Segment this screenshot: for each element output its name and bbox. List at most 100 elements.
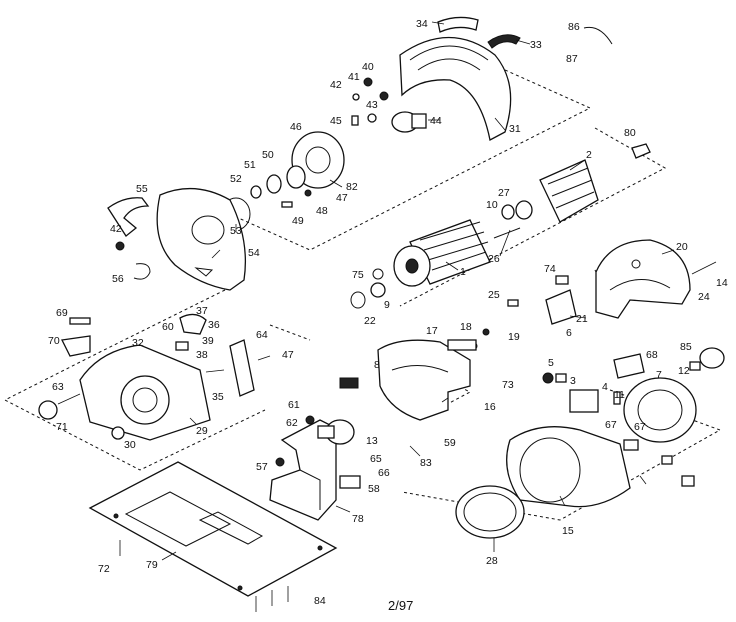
label-53: 53 xyxy=(230,225,242,237)
label-27: 27 xyxy=(498,187,510,199)
end-cap xyxy=(623,377,697,443)
label-31: 31 xyxy=(509,123,521,135)
label-51: 51 xyxy=(244,159,256,171)
clip-80 xyxy=(631,143,651,159)
handle-half xyxy=(377,339,471,421)
label-47b: 47 xyxy=(282,349,294,361)
label-47a: 47 xyxy=(336,192,348,204)
label-24: 24 xyxy=(698,291,710,303)
label-72: 72 xyxy=(98,563,110,575)
switch-assembly xyxy=(470,275,577,350)
label-48: 48 xyxy=(316,205,328,217)
label-19: 19 xyxy=(508,331,520,343)
base-screws xyxy=(119,540,289,612)
depth-bracket xyxy=(269,419,337,521)
label-36: 36 xyxy=(208,319,220,331)
label-41: 41 xyxy=(348,71,360,83)
depth-knob xyxy=(317,419,355,445)
label-58: 58 xyxy=(368,483,380,495)
bracket-70 xyxy=(61,335,91,357)
label-22: 22 xyxy=(364,315,376,327)
label-18: 18 xyxy=(460,321,472,333)
nameplate-85 xyxy=(699,347,725,369)
label-13: 13 xyxy=(366,435,378,447)
guard-hub xyxy=(351,77,427,133)
label-80: 80 xyxy=(624,127,636,139)
label-39: 39 xyxy=(202,335,214,347)
label-79: 79 xyxy=(146,559,158,571)
cord-clamp xyxy=(339,377,359,389)
label-32: 32 xyxy=(132,337,144,349)
label-9: 9 xyxy=(384,299,390,311)
label-85: 85 xyxy=(680,341,692,353)
label-68: 68 xyxy=(646,349,658,361)
guard-lever-55 xyxy=(107,197,150,237)
label-42b: 42 xyxy=(110,223,122,235)
label-42: 42 xyxy=(330,79,342,91)
date-code: 2/97 xyxy=(388,598,413,613)
label-38: 38 xyxy=(196,349,208,361)
leader-lines xyxy=(161,21,675,561)
label-84: 84 xyxy=(314,595,326,607)
label-26: 26 xyxy=(488,253,500,265)
bearing-27 xyxy=(515,200,533,220)
screw-63 xyxy=(57,393,81,405)
label-28: 28 xyxy=(486,555,498,567)
ring-28 xyxy=(455,485,525,539)
label-37: 37 xyxy=(196,305,208,317)
label-64: 64 xyxy=(256,329,268,341)
label-73: 73 xyxy=(502,379,514,391)
label-30: 30 xyxy=(124,439,136,451)
label-35: 35 xyxy=(212,391,224,403)
motor-housing xyxy=(506,426,631,508)
screw-35 xyxy=(205,369,225,373)
label-15: 15 xyxy=(562,525,574,537)
bearing-10 xyxy=(501,204,515,220)
label-33: 33 xyxy=(530,39,542,51)
label-29: 29 xyxy=(196,425,208,437)
brush-parts-67 xyxy=(623,439,695,487)
nut-30 xyxy=(111,426,125,440)
brush-holder xyxy=(542,372,621,413)
label-52: 52 xyxy=(230,173,242,185)
bracket-86 xyxy=(583,26,613,45)
label-14: 14 xyxy=(716,277,728,289)
guard-housing xyxy=(79,344,211,441)
spring-56 xyxy=(133,263,151,280)
label-55: 55 xyxy=(136,183,148,195)
label-3: 3 xyxy=(570,375,576,387)
label-11: 11 xyxy=(614,389,625,401)
part-38 xyxy=(175,341,189,351)
knob-71 xyxy=(38,400,58,420)
label-63: 63 xyxy=(52,381,64,393)
guard-spring-34 xyxy=(437,16,479,33)
label-83: 83 xyxy=(420,457,432,469)
label-49: 49 xyxy=(292,215,304,227)
label-43: 43 xyxy=(366,99,378,111)
label-1: 1 xyxy=(460,266,466,278)
label-56: 56 xyxy=(112,273,124,285)
label-69: 69 xyxy=(56,307,68,319)
ring-75 xyxy=(372,268,384,280)
label-66: 66 xyxy=(378,467,390,479)
label-54: 54 xyxy=(248,247,260,259)
screw-42 xyxy=(115,241,125,251)
label-62: 62 xyxy=(286,417,298,429)
label-25: 25 xyxy=(488,289,500,301)
label-87: 87 xyxy=(566,53,578,65)
base-plate xyxy=(88,461,338,597)
label-10: 10 xyxy=(486,199,498,211)
label-50: 50 xyxy=(262,149,274,161)
label-21: 21 xyxy=(576,313,588,325)
label-68 xyxy=(613,353,645,379)
switch-17 xyxy=(447,339,477,351)
armature xyxy=(393,219,521,287)
screw-12 xyxy=(689,361,701,371)
label-20: 20 xyxy=(676,241,688,253)
ring-22 xyxy=(350,291,366,309)
part-labels: 31 34 33 86 87 40 41 42 43 44 45 46 50 5… xyxy=(48,18,728,607)
label-7: 7 xyxy=(656,369,662,381)
label-60: 60 xyxy=(162,321,174,333)
label-61: 61 xyxy=(288,399,300,411)
